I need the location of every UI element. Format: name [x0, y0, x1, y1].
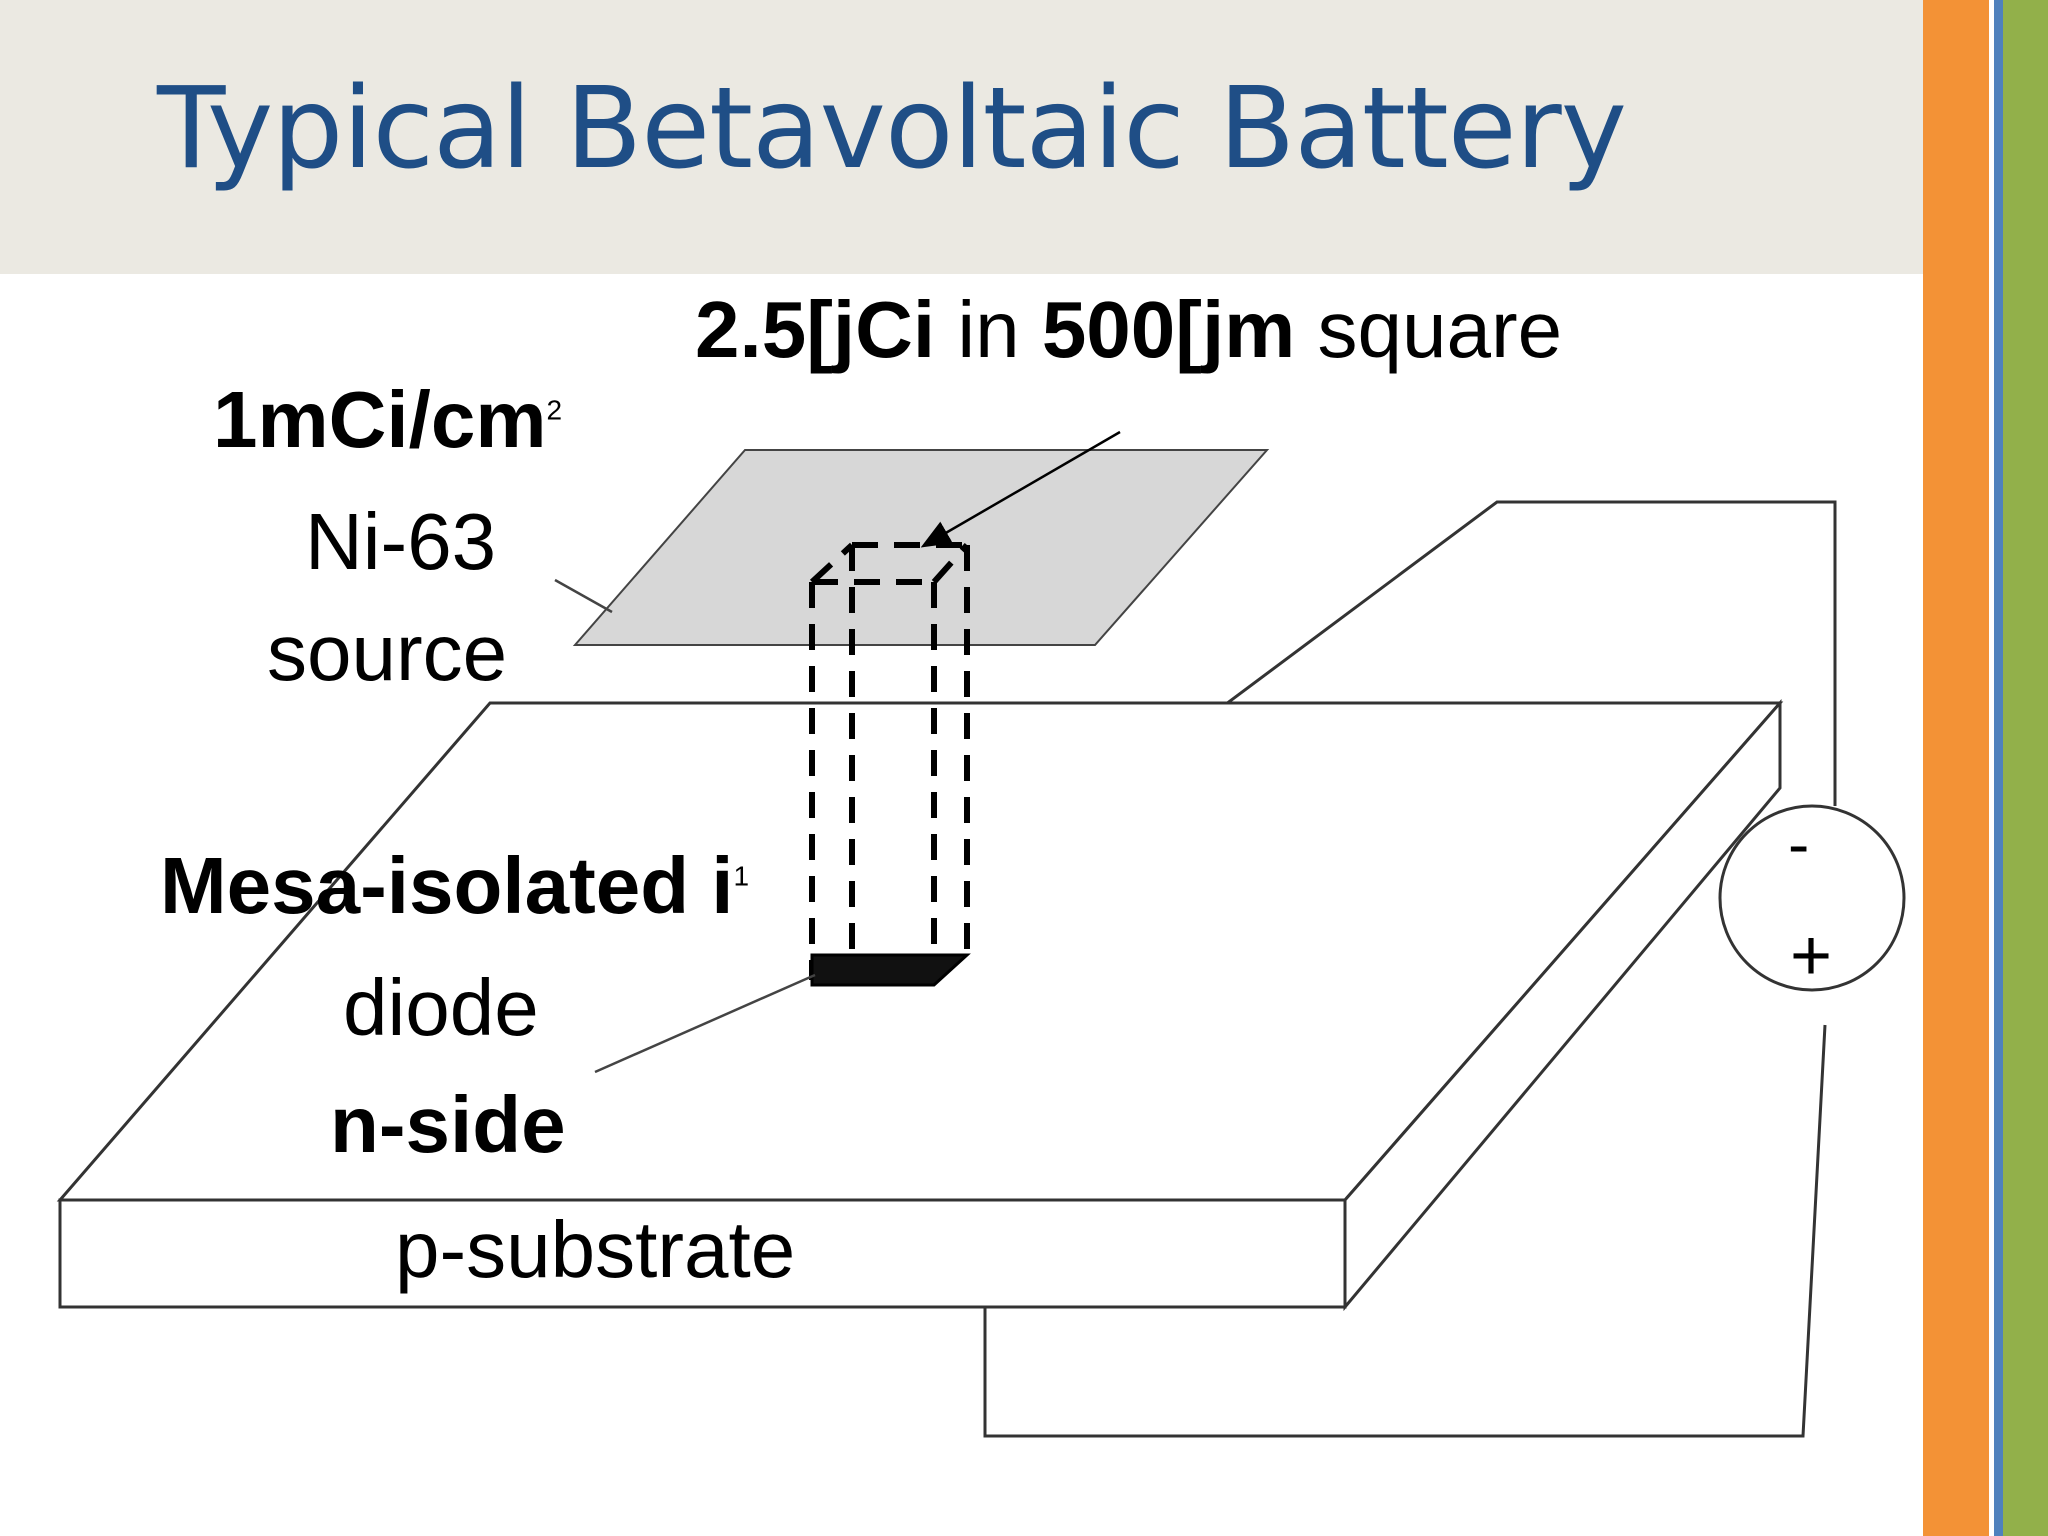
diode-base — [810, 953, 971, 987]
activity-in: in — [935, 285, 1042, 374]
source-label: source — [267, 608, 508, 697]
accent-stripe-gap — [1989, 0, 1994, 1536]
mesa-text: Mesa-isolated i — [160, 841, 734, 930]
accent-stripe-blue — [1994, 0, 2003, 1536]
voltmeter-circle — [1718, 804, 1906, 992]
substrate-front-face — [58, 1198, 1347, 1309]
mesa-label: Mesa-isolated i1 — [160, 846, 749, 926]
accent-stripe-orange — [1923, 0, 1989, 1536]
size-square: square — [1295, 285, 1563, 374]
slide-title: Typical Betavoltaic Battery — [157, 64, 1627, 194]
beta-column — [809, 542, 970, 980]
mesa-sup: 1 — [733, 860, 750, 892]
arrow-leader-activity — [920, 430, 1121, 548]
battery-diagram — [56, 430, 1906, 1438]
psubstrate-label: p-substrate — [395, 1205, 796, 1294]
nside-label: n-side — [330, 1080, 566, 1169]
leader-diode — [594, 973, 816, 1074]
substrate-top-face — [56, 701, 1784, 1202]
density-text: 1mCi/cm — [213, 375, 547, 464]
diode-label: diode — [343, 963, 539, 1052]
activity-unit: [jCi — [806, 285, 936, 374]
size-unit: [jm — [1175, 285, 1296, 374]
ni63-label: Ni-63 — [305, 497, 497, 586]
ni63-source-plate — [572, 449, 1270, 646]
title-bar — [0, 0, 1923, 274]
minus-sign: - — [1788, 808, 1810, 880]
density-label: 1mCi/cm2 — [213, 380, 562, 460]
size-value: 500 — [1041, 285, 1176, 374]
activity-value: 2.5 — [695, 285, 807, 374]
circuit-wire-top — [989, 500, 1837, 882]
leader-ni63 — [554, 578, 613, 614]
density-sup: 2 — [546, 394, 563, 426]
circuit-wire-bottom — [983, 1024, 1827, 1438]
plus-sign: + — [1790, 916, 1833, 996]
accent-stripe-green — [2003, 0, 2048, 1536]
activity-label: 2.5[jCi in 500[jm square — [695, 290, 1562, 370]
